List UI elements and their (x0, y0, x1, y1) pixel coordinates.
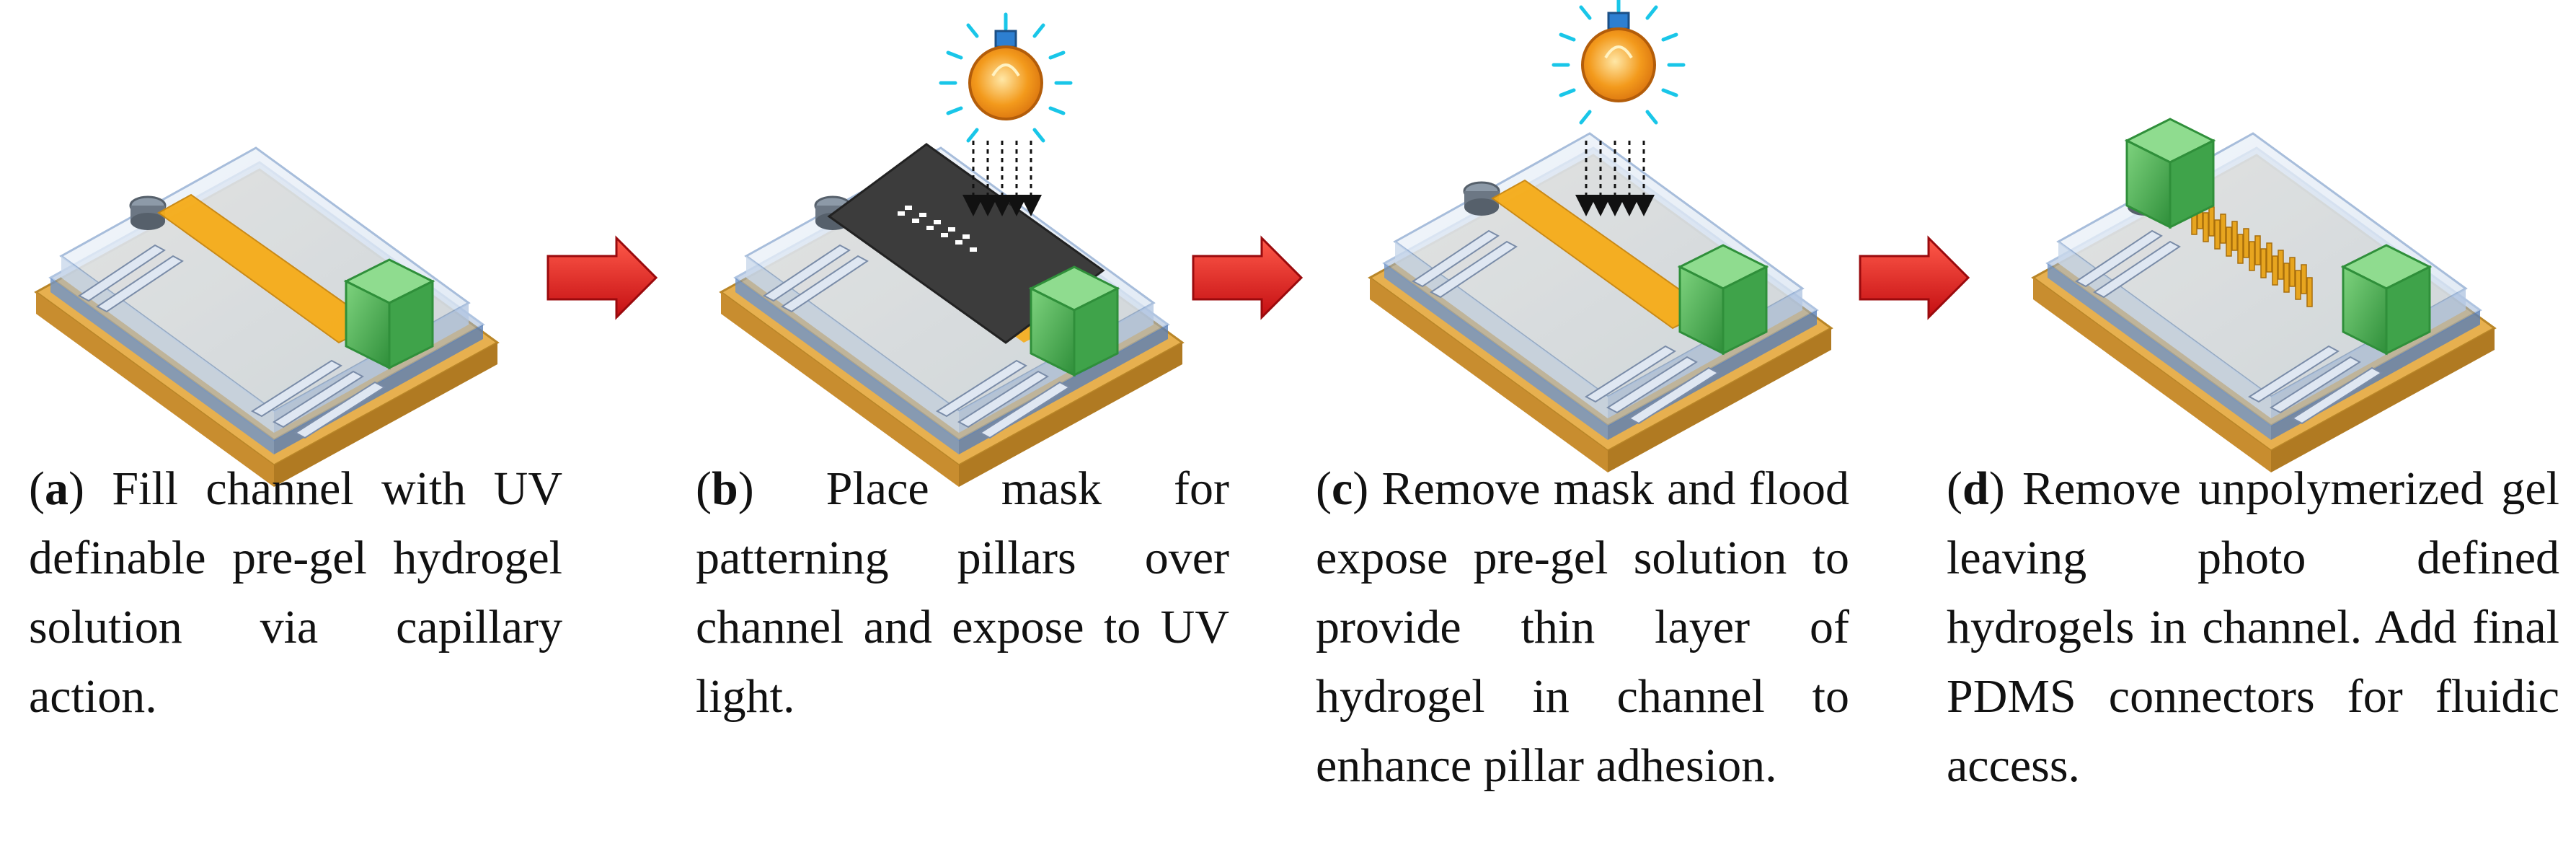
caption-c: (c) Remove mask and flood expose pre-gel… (1316, 454, 1849, 801)
pdms-connector (1678, 244, 1768, 355)
right-arrow-icon (1859, 237, 1970, 319)
right-arrow-icon (546, 237, 658, 319)
caption-label: (d) (1947, 462, 2005, 515)
light-bulb-icon (941, 14, 1071, 141)
caption-text: Remove mask and flood expose pre-gel sol… (1316, 462, 1849, 792)
pdms-connector (2342, 244, 2431, 355)
caption-text: Remove unpolymerized gel leaving photo d… (1947, 462, 2560, 792)
pdms-connector (1030, 265, 1119, 377)
panel-d-device (2032, 118, 2496, 474)
caption-label: (c) (1316, 462, 1369, 515)
pdms-connector (345, 258, 434, 369)
hydrogel-pillars (2191, 199, 2313, 307)
caption-a: (a) Fill channel with UV definable pre-g… (29, 454, 562, 731)
caption-label: (b) (696, 462, 754, 515)
caption-text: Fill channel with UV definable pre-gel h… (29, 462, 562, 723)
panel-b-device (720, 143, 1184, 488)
caption-b: (b) Place mask for patterning pillars ov… (696, 454, 1229, 731)
caption-label: (a) (29, 462, 84, 515)
pdms-connector (2125, 118, 2215, 229)
panel-c-device (1368, 132, 1833, 474)
right-arrow-icon (1192, 237, 1303, 319)
light-bulb-icon (1554, 0, 1683, 123)
panel-a-device (35, 146, 499, 488)
caption-d: (d) Remove unpolymerized gel leaving pho… (1947, 454, 2559, 801)
mask-pattern (898, 206, 977, 252)
caption-text: Place mask for patterning pillars over c… (696, 462, 1230, 723)
